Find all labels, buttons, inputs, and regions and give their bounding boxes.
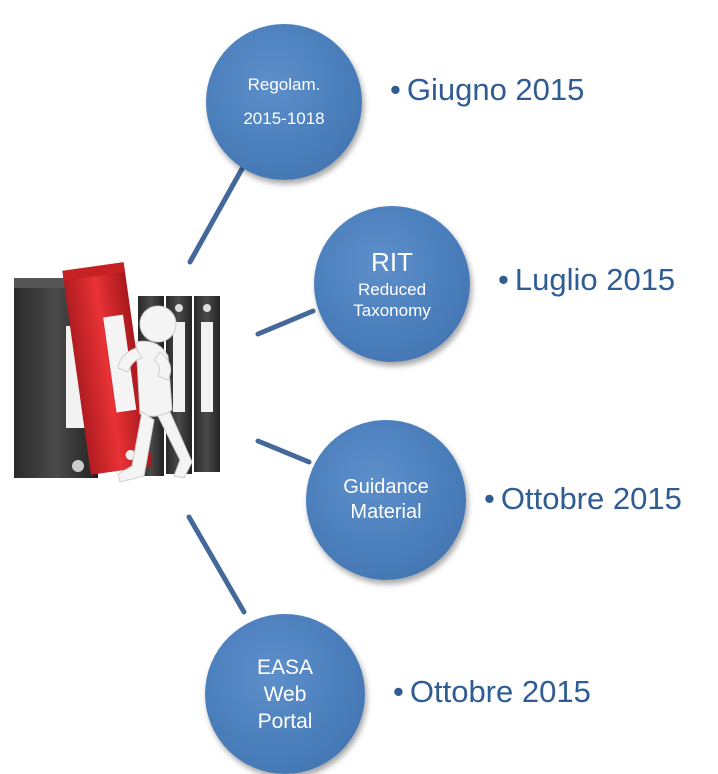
node-4-date-text: Ottobre 2015: [409, 674, 591, 709]
node-2-title: RIT: [371, 247, 413, 277]
node-3-date: •Ottobre 2015: [484, 481, 682, 517]
node-3-date-text: Ottobre 2015: [500, 481, 682, 516]
node-4-line-2: Web: [263, 682, 307, 706]
connector-line-3: [255, 438, 312, 465]
node-4-line-1: EASA: [256, 655, 314, 679]
node-2-date: •Luglio 2015: [498, 262, 675, 298]
connector-line-4: [186, 514, 247, 615]
node-1-date-text: Giugno 2015: [406, 72, 585, 107]
bullet-dot-icon: •: [393, 674, 404, 709]
node-circle-guidance: Guidance Material: [306, 420, 466, 580]
node-3-line-2: Material: [350, 501, 422, 523]
node-1-date: •Giugno 2015: [390, 72, 584, 108]
node-circle-rit: RIT Reduced Taxonomy: [314, 206, 470, 362]
node-2-line-2: Taxonomy: [353, 301, 431, 320]
node-1-line-1: Regolam.: [247, 75, 321, 94]
node-4-date: •Ottobre 2015: [393, 674, 591, 710]
node-4-line-3: Portal: [257, 709, 313, 733]
bullet-dot-icon: •: [484, 481, 495, 516]
node-1-line-2: 2015-1018: [243, 109, 325, 128]
bullet-dot-icon: •: [390, 72, 401, 107]
person-pulling-binder-icon: [14, 262, 220, 483]
node-circle-easa-portal: EASA Web Portal: [205, 614, 365, 774]
node-circle-regulation: Regolam. 2015-1018: [206, 24, 362, 180]
node-2-line-1: Reduced: [357, 280, 427, 299]
bullet-dot-icon: •: [498, 262, 509, 297]
node-3-line-1: Guidance: [343, 476, 429, 498]
connector-line-1: [187, 164, 246, 265]
node-2-date-text: Luglio 2015: [514, 262, 676, 297]
connector-line-2: [255, 308, 316, 337]
